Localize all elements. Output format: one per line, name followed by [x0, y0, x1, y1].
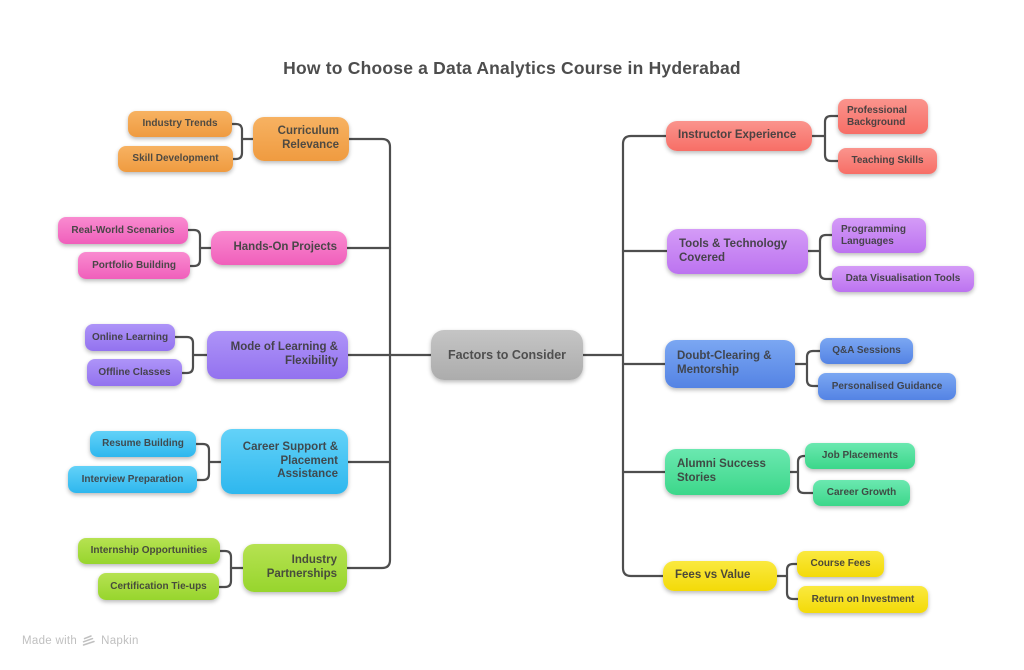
node-label: Mode of Learning & Flexibility [230, 341, 338, 367]
leaf-course-fees: Course Fees [797, 551, 884, 577]
node-label: Online Learning [91, 331, 169, 343]
node-label: Fees vs Value [675, 569, 751, 582]
leaf-job-placements: Job Placements [805, 443, 915, 469]
connector-real-world [186, 228, 213, 250]
node-label: Curriculum Relevance [277, 125, 339, 151]
node-label: Internship Opportunities [90, 545, 208, 556]
node-label: Teaching Skills [851, 155, 924, 166]
node-label: Tools & Technology Covered [679, 237, 788, 264]
napkin-fan-icon [82, 635, 95, 646]
connector-internship [218, 549, 245, 570]
node-label: Career Support & Placement Assistance [242, 440, 338, 481]
node-label: Data Visualisation Tools [845, 273, 961, 284]
branch-hands-on-projects: Hands-On Projects [211, 231, 347, 265]
connector-career-growth [796, 470, 815, 495]
connector-qa-sessions [793, 349, 822, 366]
connector-left-spine [345, 137, 392, 570]
brand-text: Napkin [101, 634, 139, 647]
node-label: Alumni Success Stories [677, 458, 766, 484]
branch-fees-vs-value: Fees vs Value [663, 561, 777, 591]
node-label: Q&A Sessions [832, 345, 901, 356]
node-label: Professional Background [847, 104, 908, 128]
leaf-qa-sessions: Q&A Sessions [820, 338, 913, 364]
node-label: Hands-On Projects [233, 241, 337, 254]
connector-interview [195, 460, 211, 482]
connector-programming-languages [806, 233, 834, 253]
node-label: Real-World Scenarios [71, 224, 175, 236]
node-label: Doubt-Clearing & Mentorship [677, 350, 772, 376]
branch-curriculum-relevance: Curriculum Relevance [253, 117, 349, 161]
connector-job-placements [788, 454, 807, 474]
connector-teaching-skills [823, 134, 840, 163]
node-label: Programming Languages [841, 223, 907, 247]
leaf-online-learning: Online Learning [85, 324, 175, 351]
branch-alumni-success: Alumni Success Stories [665, 449, 790, 495]
leaf-career-growth: Career Growth [813, 480, 910, 506]
connector-professional-background [810, 114, 840, 138]
connector-online-learning [173, 335, 209, 357]
connector-data-visualisation [818, 249, 834, 281]
node-label: Industry Trends [142, 118, 218, 129]
leaf-portfolio-building: Portfolio Building [78, 252, 190, 279]
branch-instructor-experience: Instructor Experience [666, 121, 812, 151]
napkin-attribution[interactable]: Made with Napkin [22, 634, 139, 647]
node-label: Interview Preparation [81, 473, 184, 485]
node-label: Career Growth [826, 487, 897, 498]
node-label: Return on Investment [811, 593, 915, 605]
branch-tools-technology: Tools & Technology Covered [667, 229, 808, 274]
connector-right-spine [621, 134, 668, 578]
node-label: Instructor Experience [678, 129, 797, 142]
page-title: How to Choose a Data Analytics Course in… [283, 58, 741, 78]
node-label: Job Placements [821, 450, 899, 461]
connector-skill-development [231, 137, 244, 161]
leaf-professional-background: Professional Background [838, 99, 928, 134]
leaf-teaching-skills: Teaching Skills [838, 148, 937, 174]
leaf-certification-tie-ups: Certification Tie-ups [98, 573, 219, 600]
connector-course-fees [775, 562, 799, 578]
node-label: Personalised Guidance [831, 380, 943, 392]
branch-mode-of-learning: Mode of Learning & Flexibility [207, 331, 348, 379]
branch-career-support: Career Support & Placement Assistance [221, 429, 348, 494]
connector-offline-classes [180, 353, 195, 375]
leaf-programming-languages: Programming Languages [832, 218, 926, 253]
leaf-data-visualisation-tools: Data Visualisation Tools [832, 266, 974, 292]
connector-roi [785, 574, 800, 601]
leaf-industry-trends: Industry Trends [128, 111, 232, 137]
node-label: Certification Tie-ups [110, 580, 207, 592]
node-label: Resume Building [102, 438, 184, 449]
node-label: Portfolio Building [92, 259, 176, 271]
node-label: Offline Classes [98, 366, 171, 378]
leaf-real-world-scenarios: Real-World Scenarios [58, 217, 188, 244]
node-label: Course Fees [810, 558, 871, 569]
central-node-factors-to-consider: Factors to Consider [431, 330, 583, 380]
leaf-resume-building: Resume Building [90, 431, 196, 457]
node-label: Industry Partnerships [266, 554, 337, 580]
connector-certification [217, 566, 233, 589]
connector-personalised-guidance [805, 362, 820, 388]
leaf-skill-development: Skill Development [118, 146, 233, 172]
node-label: Skill Development [132, 153, 219, 164]
made-with-text: Made with [22, 634, 78, 647]
leaf-internship-opportunities: Internship Opportunities [78, 538, 220, 564]
leaf-offline-classes: Offline Classes [87, 359, 182, 386]
connector-portfolio [188, 246, 202, 268]
leaf-personalised-guidance: Personalised Guidance [818, 373, 956, 400]
branch-doubt-clearing: Doubt-Clearing & Mentorship [665, 340, 795, 388]
connector-resume [194, 442, 223, 464]
node-label: Factors to Consider [447, 347, 567, 362]
leaf-interview-preparation: Interview Preparation [68, 466, 197, 493]
branch-industry-partnerships: Industry Partnerships [243, 544, 347, 592]
leaf-return-on-investment: Return on Investment [798, 586, 928, 613]
connector-industry-trends [230, 122, 255, 141]
